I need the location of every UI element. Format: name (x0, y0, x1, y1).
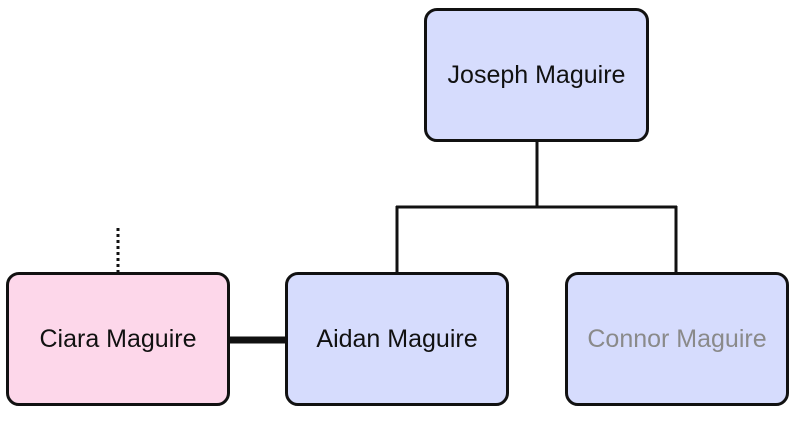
person-name: Ciara Maguire (39, 324, 197, 353)
person-box-ciara-maguire[interactable]: Ciara Maguire (6, 272, 230, 406)
person-name: Aidan Maguire (316, 324, 478, 353)
person-name: Joseph Maguire (447, 60, 626, 89)
person-box-connor-maguire[interactable]: Connor Maguire (565, 272, 789, 406)
person-box-aidan-maguire[interactable]: Aidan Maguire (285, 272, 509, 406)
person-name: Connor Maguire (587, 324, 767, 353)
person-box-joseph-maguire[interactable]: Joseph Maguire (424, 8, 649, 142)
